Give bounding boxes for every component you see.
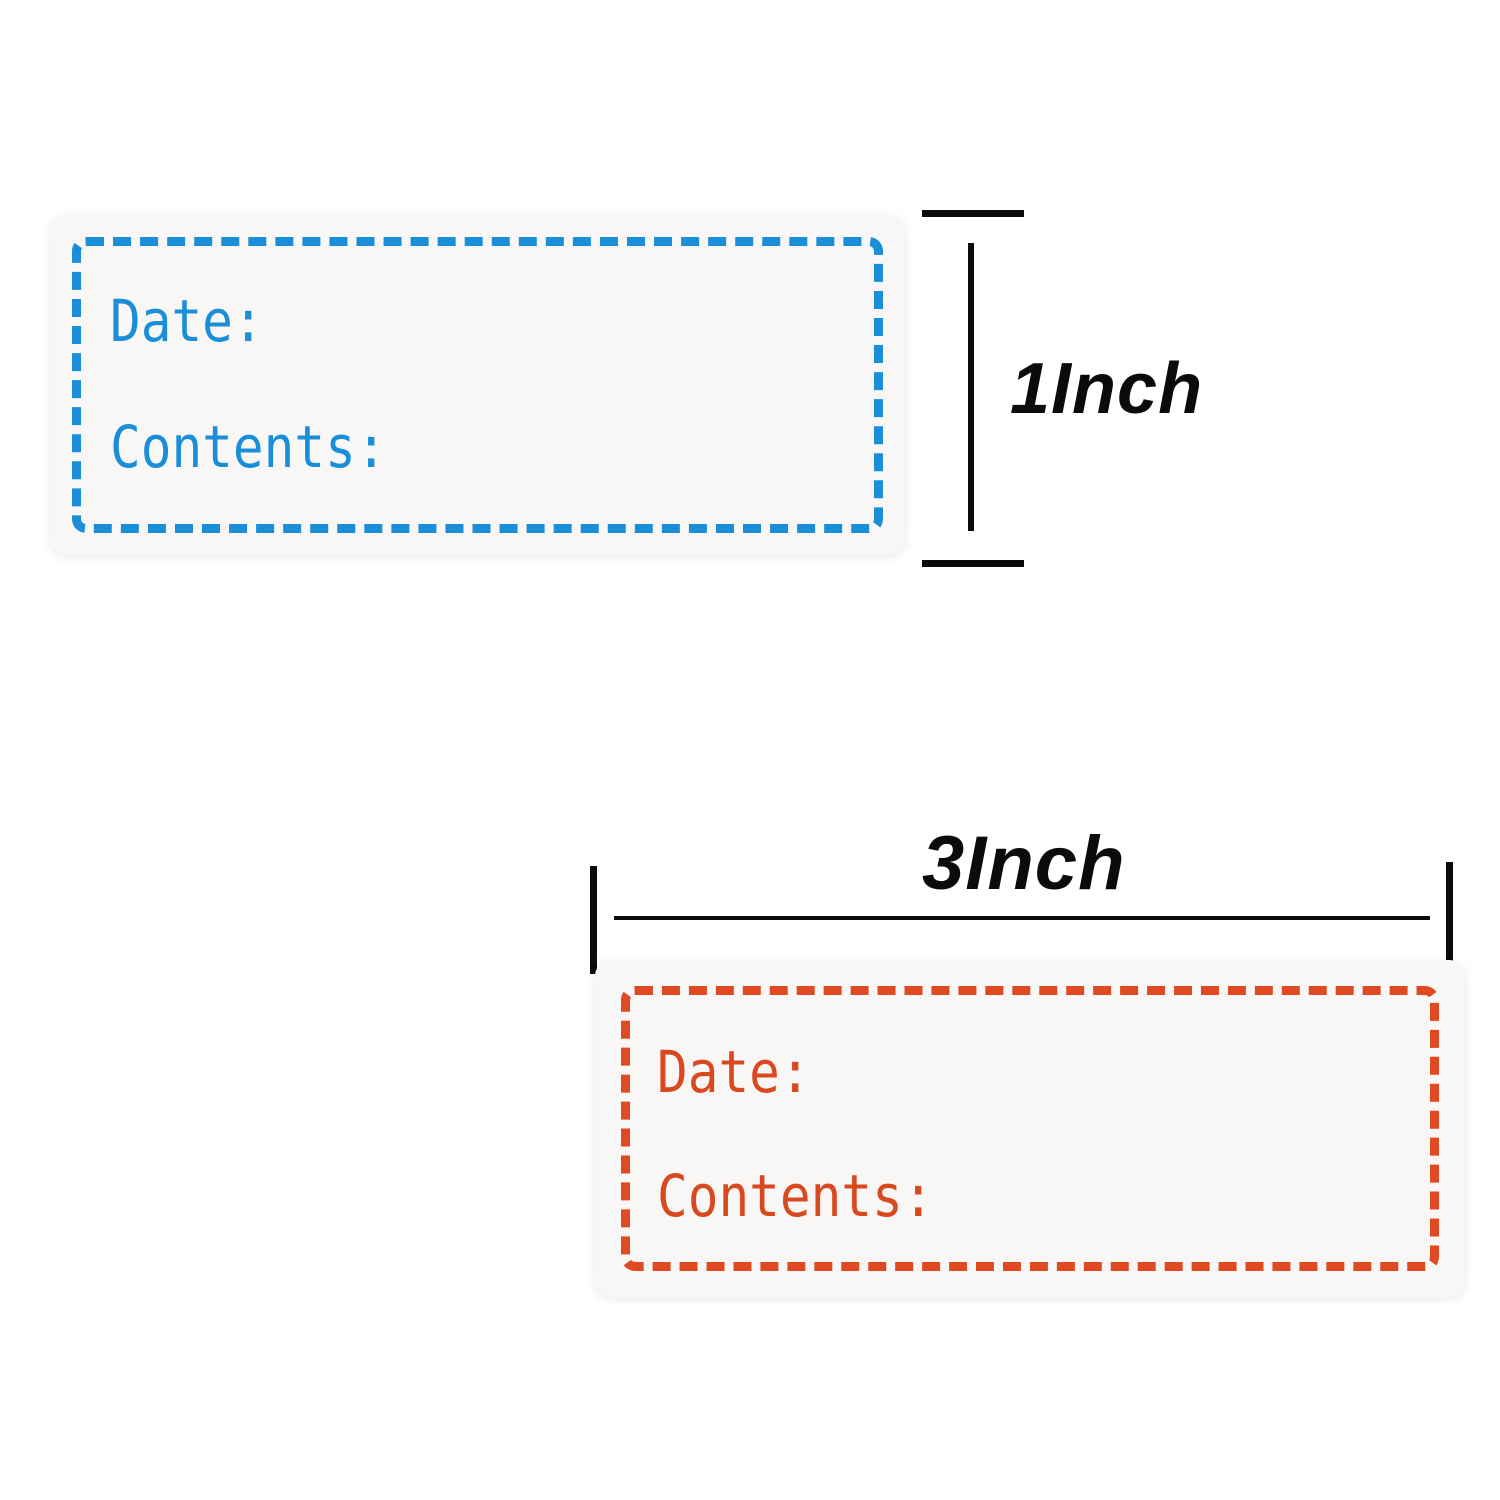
dashed-border-red <box>621 986 1439 1271</box>
blue-contents-field-label: Contents: <box>110 413 387 481</box>
dimension-label-height: 1Inch <box>1010 349 1204 429</box>
dimension-tick-top-1inch <box>922 210 1024 217</box>
label-sticker-red: Date: Contents: <box>595 960 1465 1297</box>
dashed-border-blue <box>72 237 883 533</box>
dimension-tick-bottom-1inch <box>922 560 1024 567</box>
dimension-tick-left-3inch <box>590 866 597 974</box>
dimension-label-width: 3Inch <box>922 821 1126 906</box>
dimension-line-1inch <box>968 243 974 531</box>
label-sticker-blue: Date: Contents: <box>50 215 905 555</box>
red-contents-field-label: Contents: <box>657 1162 934 1230</box>
dimension-tick-right-3inch <box>1446 862 1453 966</box>
red-date-field-label: Date: <box>657 1038 811 1106</box>
dimension-line-3inch <box>614 916 1430 920</box>
blue-date-field-label: Date: <box>110 287 264 355</box>
